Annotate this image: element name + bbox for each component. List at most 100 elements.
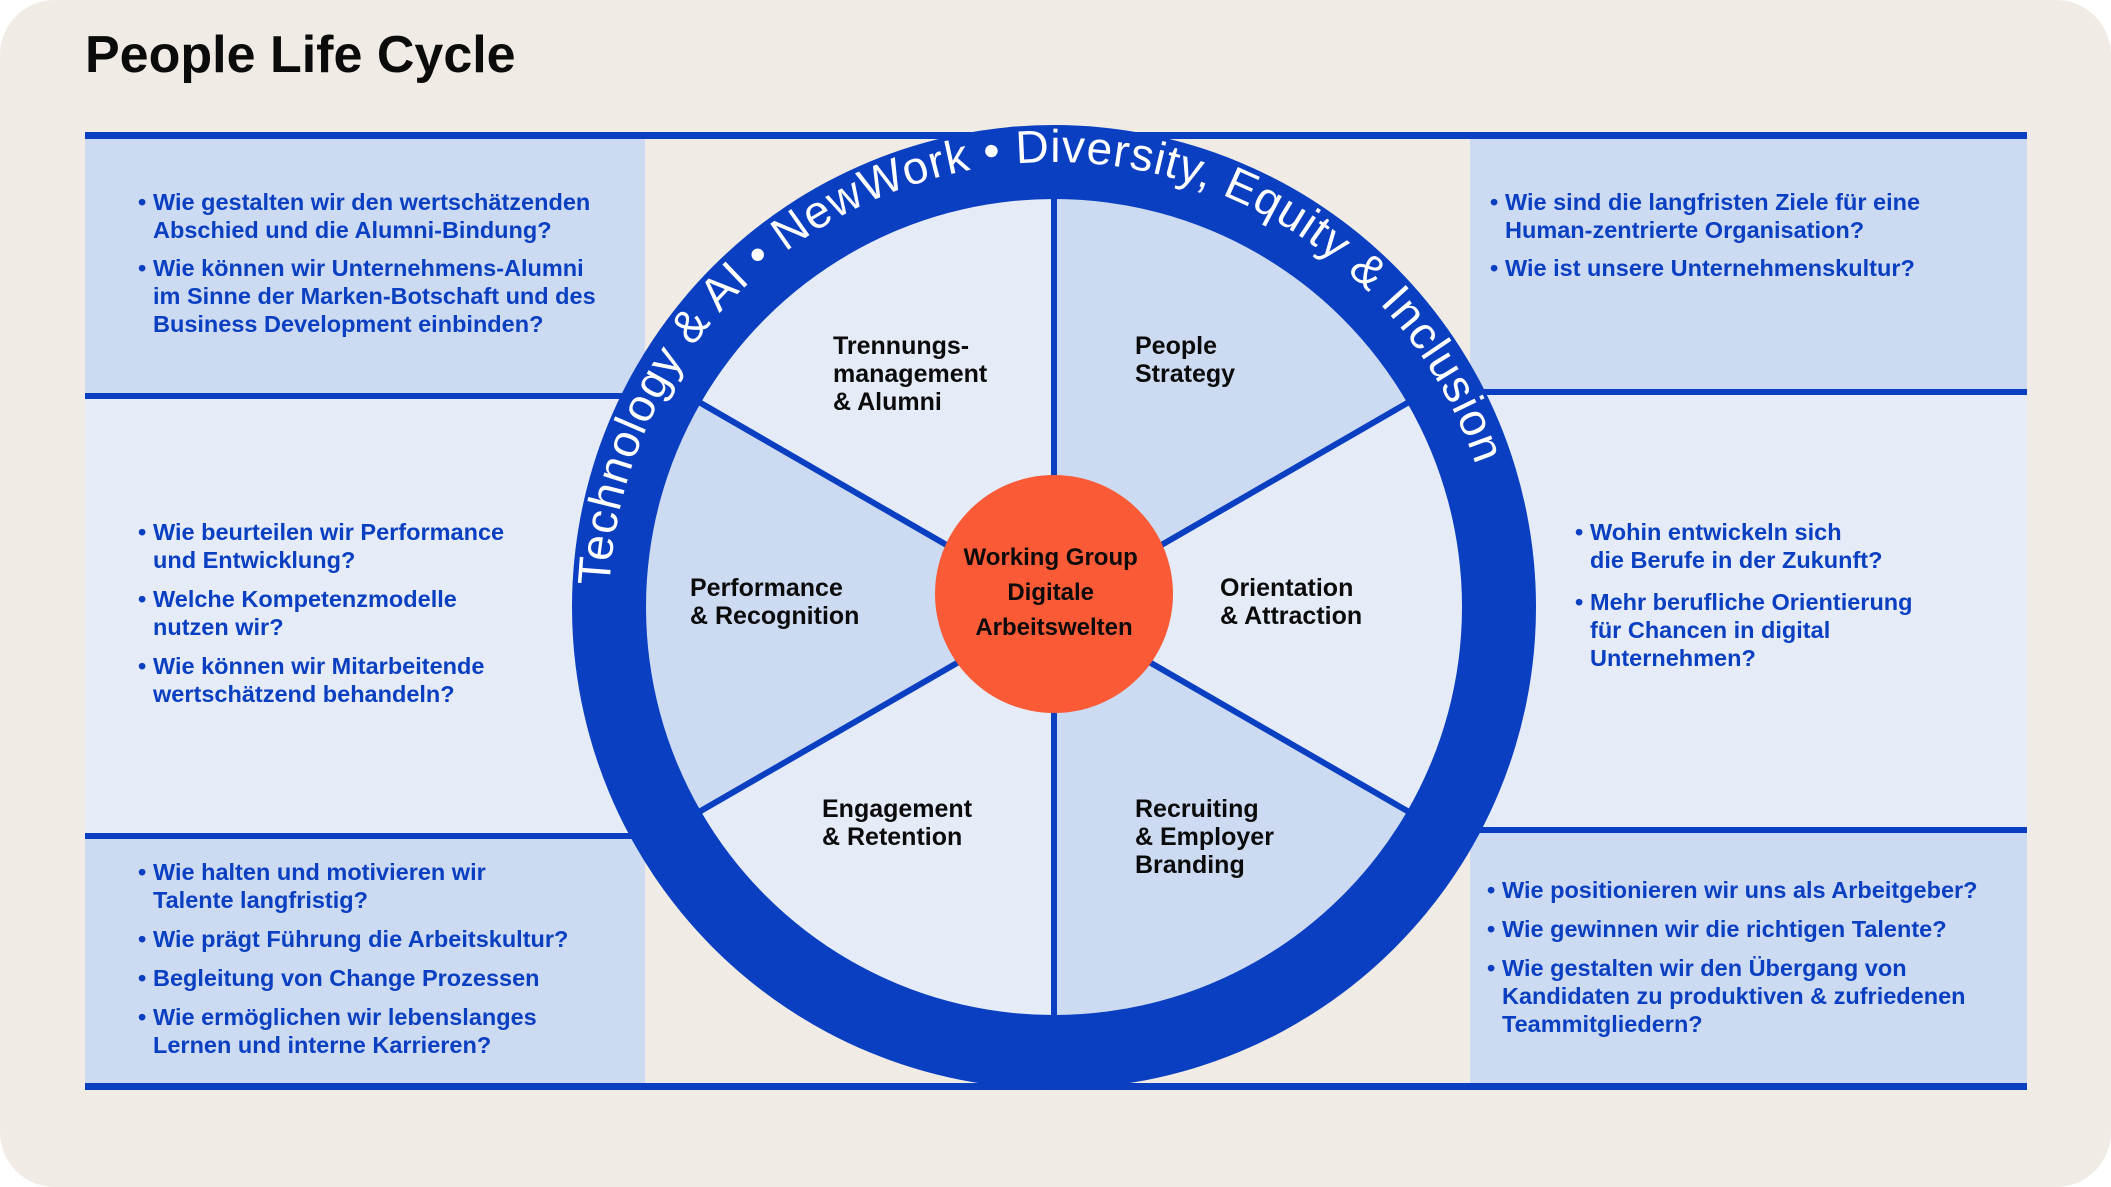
segment-label-line: & Retention bbox=[822, 823, 962, 851]
question-bands bbox=[85, 132, 2027, 1090]
bullet-dot: • bbox=[138, 859, 146, 885]
question-line: Wie gestalten wir den Übergang von bbox=[1502, 955, 1907, 981]
segment-trennung bbox=[700, 198, 1054, 607]
question-item: Begleitung von Change Prozessen bbox=[153, 965, 540, 991]
segment-label-line: Branding bbox=[1135, 851, 1245, 879]
band-middle-right bbox=[1470, 392, 2027, 830]
page-title: People Life Cycle bbox=[85, 26, 516, 84]
bullet-dot: • bbox=[1575, 589, 1583, 615]
question-item: Wie prägt Führung die Arbeitskultur? bbox=[153, 926, 568, 952]
question-line: Business Development einbinden? bbox=[153, 311, 543, 337]
bullet-dot: • bbox=[1575, 519, 1583, 545]
question-line: wertschätzend behandeln? bbox=[152, 681, 455, 707]
question-line: die Berufe in der Zukunft? bbox=[1590, 547, 1882, 573]
segment-engagement bbox=[700, 607, 1054, 1015]
question-item: Wie ist unsere Unternehmenskultur? bbox=[1505, 255, 1915, 281]
segment-label-line: & Recognition bbox=[690, 602, 859, 630]
life-cycle-wheel: Technology & AI • NewWork • Diversity, E… bbox=[567, 120, 1536, 1089]
bullet-dot: • bbox=[138, 926, 146, 952]
band-top-right bbox=[1470, 133, 2027, 392]
question-line: Wie gewinnen wir die richtigen Talente? bbox=[1502, 916, 1947, 942]
center-line-3: Arbeitswelten bbox=[975, 614, 1132, 641]
segment-label-line: Orientation bbox=[1220, 574, 1353, 602]
bullet-dot: • bbox=[138, 586, 146, 612]
question-line: Talente langfristig? bbox=[153, 887, 368, 913]
bullet-dot: • bbox=[1487, 916, 1495, 942]
questions-bottom-right: • Wie positionieren wir uns als Arbeitgeb… bbox=[1487, 877, 1978, 1037]
question-line: Human-zentrierte Organisation? bbox=[1505, 217, 1864, 243]
segment-recruiting bbox=[1054, 607, 1408, 1015]
question-line: für Chancen in digital bbox=[1590, 617, 1830, 643]
divider-left-lower bbox=[85, 833, 645, 839]
question-line: Wie halten und motivieren wir bbox=[153, 859, 486, 885]
segment-label-engagement: Engagement& Retention bbox=[822, 795, 973, 851]
question-line: Wie können wir Mitarbeitende bbox=[153, 653, 484, 679]
question-line: Welche Kompetenzmodelle bbox=[153, 586, 457, 612]
question-line: im Sinne der Marken-Botschaft und des bbox=[153, 283, 596, 309]
wheel-segments bbox=[646, 198, 1463, 1015]
bullet-dot: • bbox=[1490, 255, 1498, 281]
segment-label-line: Strategy bbox=[1135, 360, 1235, 388]
segment-label-line: & Attraction bbox=[1220, 602, 1362, 630]
segment-label-trennung: Trennungs-management& Alumni bbox=[833, 332, 988, 416]
divider-right-upper bbox=[1470, 389, 2027, 395]
band-middle-left bbox=[85, 396, 645, 836]
bullet-dot: • bbox=[138, 189, 146, 215]
segment-label-line: management bbox=[833, 360, 988, 388]
bullet-dot: • bbox=[1490, 189, 1498, 215]
question-line: Wohin entwickeln sich bbox=[1590, 519, 1842, 545]
question-item: Wie gewinnen wir die richtigen Talente? bbox=[1502, 916, 1947, 942]
question-item: Wie positionieren wir uns als Arbeitgebe… bbox=[1502, 877, 1978, 903]
question-line: Lernen und interne Karrieren? bbox=[153, 1032, 491, 1058]
segment-label-performance: Performance& Recognition bbox=[690, 574, 859, 630]
band-top-left bbox=[85, 133, 645, 396]
question-line: Wie ist unsere Unternehmenskultur? bbox=[1505, 255, 1915, 281]
segment-label-line: & Employer bbox=[1135, 823, 1274, 851]
center-line-2: Digitale bbox=[1007, 579, 1094, 606]
bullet-dot: • bbox=[138, 965, 146, 991]
question-line: Begleitung von Change Prozessen bbox=[153, 965, 540, 991]
segment-label-line: Recruiting bbox=[1135, 795, 1259, 823]
question-line: Wie positionieren wir uns als Arbeitgebe… bbox=[1502, 877, 1978, 903]
segment-label-line: Performance bbox=[690, 574, 843, 602]
question-line: Kandidaten zu produktiven & zufriedenen bbox=[1502, 983, 1966, 1009]
bullet-dot: • bbox=[1487, 955, 1495, 981]
question-line: nutzen wir? bbox=[153, 614, 284, 640]
bullet-dot: • bbox=[138, 1004, 146, 1030]
segment-label-orientation: Orientation& Attraction bbox=[1220, 574, 1362, 630]
center-line-1: Working Group bbox=[964, 544, 1138, 571]
questions-top-right: • Wie sind die langfristen Ziele für eine… bbox=[1490, 189, 1920, 281]
center-circle bbox=[935, 475, 1173, 713]
question-line: Abschied und die Alumni-Bindung? bbox=[153, 217, 552, 243]
segment-label-line: People bbox=[1135, 332, 1217, 360]
center-label: Working Group Digitale Arbeitswelten bbox=[964, 544, 1145, 641]
band-bottom-left bbox=[85, 836, 645, 1088]
question-line: Wie ermöglichen wir lebenslanges bbox=[153, 1004, 537, 1030]
question-line: Wie prägt Führung die Arbeitskultur? bbox=[153, 926, 568, 952]
question-line: Wie können wir Unternehmens-Alumni bbox=[153, 255, 584, 281]
band-bottom-right bbox=[1470, 830, 2027, 1088]
question-line: und Entwicklung? bbox=[153, 547, 355, 573]
question-line: Mehr berufliche Orientierung bbox=[1590, 589, 1913, 615]
segment-label-line: Trennungs- bbox=[833, 332, 969, 360]
bullet-dot: • bbox=[138, 653, 146, 679]
